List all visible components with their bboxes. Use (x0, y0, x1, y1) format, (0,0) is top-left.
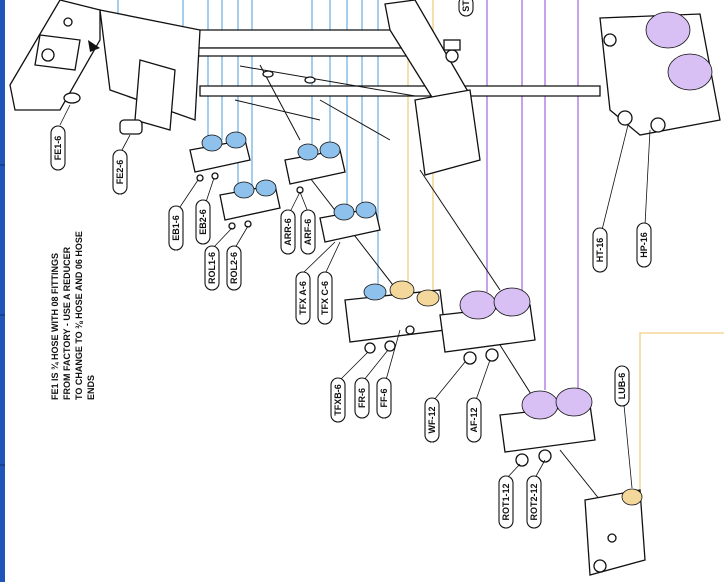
svg-text:ARF-6: ARF-6 (303, 219, 313, 246)
note-line-2: FROM FACTORY - USE A REDUCER (62, 246, 72, 400)
svg-text:WF-12: WF-12 (427, 407, 437, 434)
svg-text:FE1-6: FE1-6 (53, 136, 63, 161)
tag-eb2: EB2-6 (195, 199, 211, 245)
fitting-block-tfxb (344, 280, 446, 354)
tag-rol2: ROL2-6 (226, 245, 242, 291)
leader-lines (59, 104, 651, 489)
tag-fe1: FE1-6 (50, 125, 66, 171)
note-line-3: TO CHANGE TO ⅜ HOSE AND 06 HOSE (74, 231, 84, 400)
tag-rol1: ROL1-6 (204, 245, 220, 291)
left-border-ticks (0, 164, 5, 466)
svg-text:ARR-6: ARR-6 (283, 218, 293, 246)
svg-text:ROL2-6: ROL2-6 (229, 252, 239, 284)
st-fitting (443, 39, 461, 63)
fitting-block-wf (439, 287, 536, 365)
tag-af: AF-12 (466, 397, 482, 443)
svg-text:AF-12: AF-12 (469, 407, 479, 432)
svg-text:ROT1-12: ROT1-12 (501, 483, 511, 520)
tag-ht: HT-16 (592, 227, 608, 273)
svg-text:TFX A-6: TFX A-6 (298, 281, 308, 315)
svg-text:EB1-6: EB1-6 (171, 215, 181, 241)
tag-st: ST (458, 0, 474, 17)
fitting-block-lub (584, 488, 646, 576)
tag-rot2: ROT2-12 (526, 475, 542, 529)
fitting-block-ht (599, 11, 721, 136)
svg-text:HT-16: HT-16 (595, 238, 605, 263)
svg-text:TFXB-6: TFXB-6 (333, 384, 343, 416)
tag-fr: FR-6 (354, 377, 370, 419)
purple-hoses (486, 0, 579, 390)
svg-text:LUB-6: LUB-6 (617, 373, 627, 400)
tag-wf: WF-12 (424, 397, 440, 443)
svg-text:TFX C-6: TFX C-6 (320, 281, 330, 315)
fe1-note: FE1 IS ¾ HOSE WITH 08 FITTINGS FROM FACT… (50, 231, 96, 400)
tag-lub: LUB-6 (614, 365, 630, 407)
fitting-block-rol (219, 179, 281, 230)
tag-tfxa: TFX A-6 (295, 271, 311, 325)
fitting-block-rot (499, 387, 596, 467)
svg-text:ROT2-12: ROT2-12 (529, 483, 539, 520)
tag-fe2: FE2-6 (112, 149, 128, 195)
tag-hp: HP-16 (636, 222, 652, 268)
note-line-4: ENDS (86, 375, 96, 400)
svg-text:FR-6: FR-6 (357, 388, 367, 408)
left-border (0, 0, 5, 582)
tag-ff: FF-6 (376, 377, 392, 419)
svg-text:ROL1-6: ROL1-6 (207, 252, 217, 284)
arrow-marker (88, 40, 100, 52)
left-bracket (9, 0, 201, 135)
svg-text:FF-6: FF-6 (379, 389, 389, 408)
tag-tfxc: TFX C-6 (317, 271, 333, 325)
note-line-1: FE1 IS ¾ HOSE WITH 08 FITTINGS (50, 253, 60, 400)
svg-text:EB2-6: EB2-6 (198, 209, 208, 235)
fitting-block-eb (189, 131, 251, 182)
tag-eb1: EB1-6 (168, 205, 184, 251)
svg-text:ST: ST (461, 0, 471, 12)
tag-arr: ARR-6 (280, 209, 296, 255)
tag-arf: ARF-6 (300, 209, 316, 255)
fitting-block-tfx (319, 201, 381, 243)
svg-text:HP-16: HP-16 (639, 232, 649, 258)
fitting-block-ar (284, 141, 346, 194)
tag-rot1: ROT1-12 (498, 475, 514, 529)
tag-tfxb: TFXB-6 (330, 377, 346, 423)
svg-text:FE2-6: FE2-6 (115, 160, 125, 185)
